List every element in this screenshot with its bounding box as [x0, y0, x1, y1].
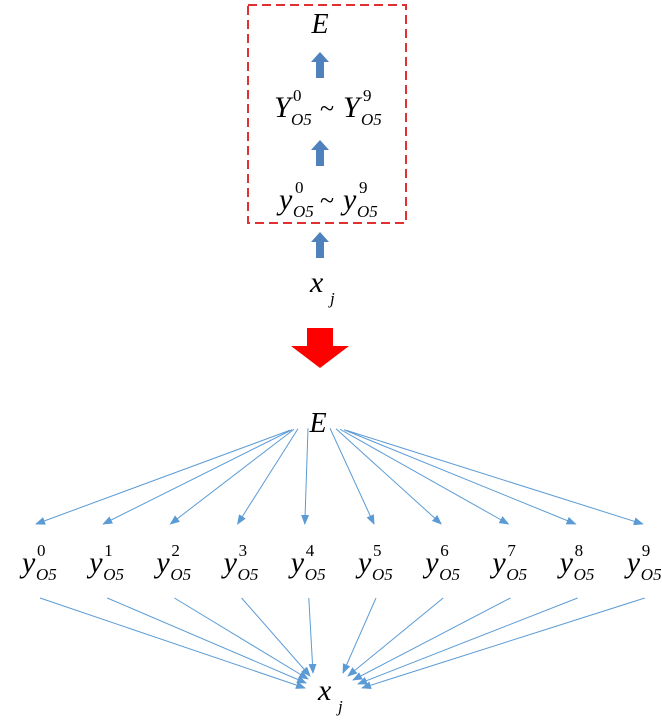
edge-E-to-y2	[169, 428, 295, 525]
svg-text:O5: O5	[357, 202, 378, 221]
y-node-sup: 9	[642, 541, 651, 560]
transform-down-arrow	[291, 328, 349, 368]
y-node-sup: 5	[373, 541, 382, 560]
svg-text:9: 9	[363, 86, 372, 105]
y-node-sup: 7	[507, 541, 516, 560]
y-node-sub: O5	[506, 565, 527, 584]
y-range-expression: y 0 O5 ~ y 9 O5	[276, 178, 378, 221]
edge-group	[35, 428, 645, 690]
y-node-base: y	[19, 546, 36, 579]
y-node-sub: O5	[170, 565, 191, 584]
svg-text:O5: O5	[361, 110, 382, 129]
svg-text:O5: O5	[293, 202, 314, 221]
svg-text:y: y	[276, 183, 293, 216]
svg-text:Y: Y	[343, 91, 363, 124]
up-arrow-3	[311, 232, 329, 258]
y-node-base: y	[221, 546, 238, 579]
edge-E-to-y5	[329, 428, 375, 525]
y-node-base: y	[86, 546, 103, 579]
svg-text:x: x	[317, 674, 332, 707]
edge-E-to-y6	[335, 428, 442, 525]
edge-y4-to-xj	[308, 597, 317, 674]
edge-E-to-y4	[301, 428, 310, 525]
edge-y3-to-xj	[241, 597, 311, 677]
y-node-sub: O5	[372, 565, 393, 584]
y-node-sup: 1	[104, 541, 113, 560]
y-node-sub: O5	[103, 565, 124, 584]
edge-y2-to-xj	[174, 597, 309, 680]
y-node-sup: 2	[171, 541, 180, 560]
dashed-group-box	[247, 4, 407, 224]
edge-E-to-y7	[339, 428, 510, 525]
svg-text:j: j	[328, 289, 335, 308]
y-node-sup: 6	[440, 541, 449, 560]
bottom-xj-label: x j	[317, 674, 343, 716]
svg-text:Y: Y	[274, 91, 294, 124]
edge-E-to-y9	[345, 429, 644, 526]
edge-E-to-y0	[35, 429, 291, 525]
y-node-sub: O5	[36, 565, 57, 584]
edge-y8-to-xj	[357, 597, 578, 685]
y-node-base: y	[557, 546, 574, 579]
y-node-base: y	[489, 546, 506, 579]
y-node-base: y	[153, 546, 170, 579]
edge-E-to-y1	[102, 429, 293, 525]
y-node-sup: 8	[575, 541, 584, 560]
y-node-sub: O5	[574, 565, 595, 584]
top-E-label: E	[310, 9, 328, 40]
bottom-E-label: E	[308, 408, 326, 439]
edge-y5-to-xj	[342, 597, 377, 674]
y-node-sup: 4	[306, 541, 315, 560]
y-node-sub: O5	[439, 565, 460, 584]
y-node-base: y	[422, 546, 439, 579]
y-node-base: y	[624, 546, 641, 579]
up-arrow-1	[311, 52, 329, 78]
edge-E-to-y8	[343, 429, 577, 525]
y-node-sup: 0	[37, 541, 46, 560]
svg-text:j: j	[336, 697, 343, 716]
svg-text:y: y	[340, 183, 357, 216]
edge-y6-to-xj	[347, 597, 444, 677]
svg-text:~: ~	[320, 94, 334, 123]
svg-text:O5: O5	[291, 110, 312, 129]
edge-y9-to-xj	[361, 597, 645, 690]
svg-text:9: 9	[359, 178, 368, 197]
y-node-sub: O5	[305, 565, 326, 584]
svg-text:x: x	[309, 266, 324, 299]
up-arrow-2	[311, 140, 329, 166]
Y-range-expression: Y 0 O5 ~ Y 9 O5	[274, 86, 382, 129]
top-xj-label: x j	[309, 266, 335, 308]
edge-y7-to-xj	[352, 597, 511, 681]
svg-text:0: 0	[295, 178, 304, 197]
y-node-sup: 3	[239, 541, 248, 560]
y-node-sub: O5	[238, 565, 259, 584]
edge-y0-to-xj	[39, 597, 306, 689]
edge-E-to-y3	[237, 428, 299, 525]
svg-text:0: 0	[293, 86, 302, 105]
edge-y1-to-xj	[107, 597, 307, 684]
svg-text:~: ~	[320, 186, 334, 215]
y-node-base: y	[288, 546, 305, 579]
y-node-base: y	[355, 546, 372, 579]
y-node-sub: O5	[641, 565, 662, 584]
